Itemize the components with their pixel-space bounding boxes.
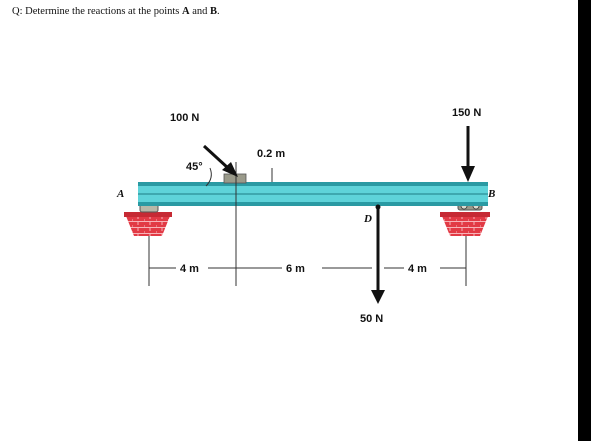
force-150n-arrow (461, 126, 475, 182)
label-point-a: A (116, 188, 124, 200)
beam-bottom-flange (138, 202, 488, 206)
brick-wall-b (442, 216, 488, 236)
label-dim-3: 4 m (408, 263, 427, 275)
force-50n-head (371, 290, 385, 304)
question-point-a: A (182, 6, 190, 17)
force-100n-head (222, 162, 238, 177)
label-offset: 0.2 m (257, 148, 285, 160)
force-150n-head (461, 166, 475, 182)
question-text: Q: Determine the reactions at the points… (12, 6, 220, 17)
label-point-d: D (363, 213, 372, 225)
beam-diagram: 100 N 150 N 0.2 m 45° 50 N A B D 4 m 6 m… (116, 107, 495, 325)
angle-arc (205, 167, 212, 187)
question-suffix: . (217, 6, 220, 17)
label-dim-2: 6 m (286, 263, 305, 275)
label-150n: 150 N (452, 107, 481, 119)
support-b (440, 195, 490, 286)
beam-top-flange (138, 182, 488, 186)
point-d-marker (375, 204, 381, 210)
load-bracket (223, 162, 273, 286)
label-point-b: B (487, 188, 495, 200)
beam (138, 182, 488, 206)
wall-cap-a (124, 212, 172, 217)
label-100n: 100 N (170, 112, 199, 124)
label-50n: 50 N (360, 313, 383, 325)
force-100n-shaft (202, 144, 230, 170)
question-prefix: Q: Determine the reactions at the points (12, 6, 182, 17)
force-100n-arrow (202, 144, 238, 187)
right-border (578, 0, 591, 441)
label-angle: 45° (186, 161, 203, 173)
force-50n-arrow (371, 204, 385, 304)
wall-cap-b (440, 212, 490, 217)
question-conjunction: and (189, 6, 211, 17)
label-dim-1: 4 m (180, 263, 199, 275)
brick-wall-a (126, 216, 170, 236)
question-point-b: B (210, 6, 218, 17)
